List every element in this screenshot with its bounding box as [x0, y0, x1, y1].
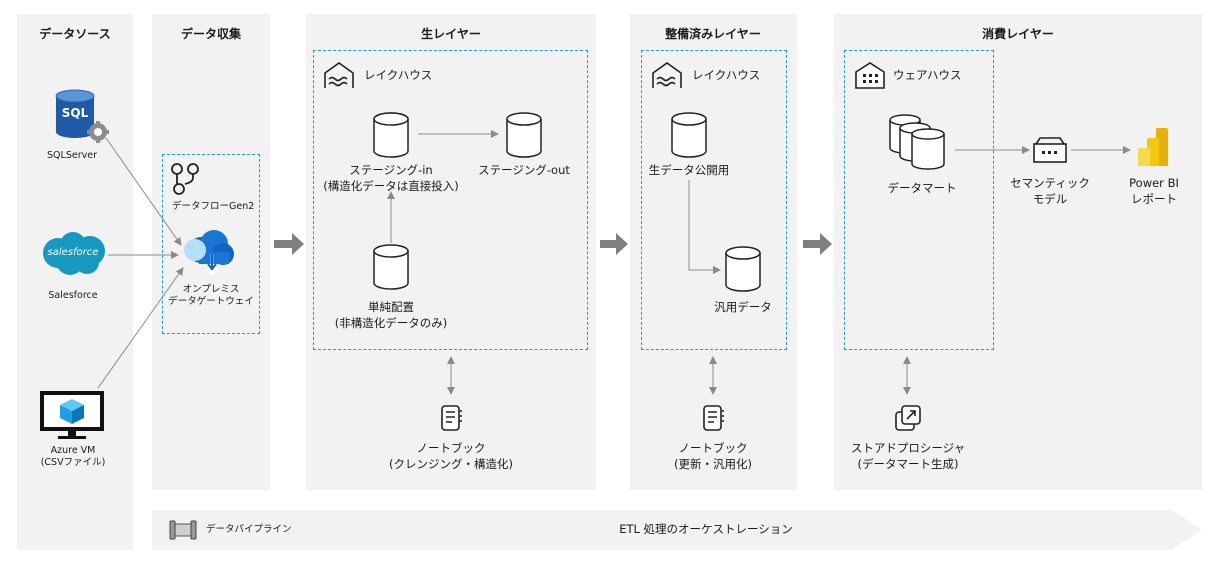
pipeline-icon [168, 518, 198, 542]
column-title-sources: データソース [39, 27, 111, 41]
raw-notebook-icon [439, 404, 465, 434]
label-staging-in-line1: ステージング-in [349, 163, 433, 177]
label-proc-line2: (データマート生成) [857, 457, 959, 471]
stage-arrow-3 [803, 233, 832, 255]
salesforce-logo: salesforce [40, 231, 106, 277]
consume-layer-panel [834, 14, 1202, 490]
label-staging-in-line2: (構造化データは直接投入) [323, 179, 459, 193]
lakehouse-icon [322, 60, 356, 90]
label-raw-notebook-line1: ノートブック [416, 441, 486, 455]
general-data-db-icon [724, 246, 762, 292]
label-raw-notebook-line2: (クレンジング・構造化) [389, 457, 513, 471]
column-title-raw: 生レイヤー [421, 27, 481, 41]
datamart-db-stack-icon [888, 112, 952, 172]
label-salesforce: Salesforce [48, 290, 98, 301]
stored-procedure-icon [893, 404, 923, 434]
dataflow-icon [170, 162, 200, 196]
powerbi-icon [1136, 126, 1172, 168]
azure-vm-icon [38, 389, 108, 441]
label-raw-public: 生データ公開用 [648, 163, 730, 177]
label-warehouse: ウェアハウス [893, 68, 962, 82]
warehouse-icon [853, 60, 887, 90]
label-general-data: 汎用データ [714, 300, 772, 314]
curated-lakehouse-box [641, 50, 787, 350]
label-raw-lakehouse: レイクハウス [364, 68, 433, 82]
stage-arrow-1 [274, 233, 304, 255]
label-azure-vm-line2: (CSVファイル) [40, 457, 106, 468]
label-staging-out: ステージング-out [478, 163, 570, 177]
column-title-ingest: データ収集 [180, 27, 242, 41]
arrow-raw-public-to-general [688, 180, 721, 274]
curated-notebook-icon [701, 404, 727, 434]
label-curated-notebook-line1: ノートブック [678, 441, 748, 455]
raw-lakehouse-box [313, 50, 588, 350]
label-semantic-line1: セマンティック [1010, 176, 1090, 190]
label-curated-lakehouse: レイクハウス [692, 68, 761, 82]
semantic-model-icon [1032, 136, 1068, 164]
pipeline-arrow-shape [152, 510, 1202, 550]
label-sqlserver: SQLServer [47, 150, 97, 161]
warehouse-box [844, 50, 994, 350]
salesforce-logo-text: salesforce [47, 247, 99, 258]
column-title-consume: 消費レイヤー [982, 27, 1054, 41]
staging-out-db-icon [505, 112, 543, 158]
stage-arrow-2 [600, 233, 628, 255]
simple-placement-db-icon [372, 244, 410, 290]
sql-icon-text: SQL [61, 106, 89, 120]
label-dataflow: データフローGen2 [172, 201, 255, 212]
ingest-dashed-box [162, 154, 260, 334]
label-gateway-line1: オンプレミス [182, 284, 240, 295]
raw-public-db-icon [670, 112, 708, 158]
gateway-icon [179, 228, 239, 276]
label-curated-notebook-line2: (更新・汎用化) [674, 457, 752, 471]
label-etl-orchestration: ETL 処理のオーケストレーション [619, 522, 793, 536]
label-datamart: データマート [887, 181, 957, 195]
label-simple-line2: (非構造化データのみ) [334, 316, 448, 330]
label-simple-line1: 単純配置 [368, 300, 414, 314]
label-pipeline: データパイプライン [206, 524, 292, 535]
label-proc-line1: ストアドプロシージャ [850, 441, 966, 455]
label-powerbi-line1: Power BI [1129, 176, 1179, 190]
curated-lakehouse-icon [650, 60, 684, 90]
label-gateway-line2: データゲートウェイ [168, 296, 254, 307]
label-azure-vm-line1: Azure VM [50, 445, 96, 456]
column-title-curated: 整備済みレイヤー [665, 27, 761, 41]
sql-server-icon: SQL [52, 88, 109, 146]
arrow-sql-to-gateway [105, 137, 182, 246]
label-semantic-line2: モデル [1032, 192, 1068, 206]
label-powerbi-line2: レポート [1131, 192, 1177, 206]
staging-in-db-icon [372, 112, 410, 158]
arrow-vm-to-gateway [97, 267, 184, 389]
